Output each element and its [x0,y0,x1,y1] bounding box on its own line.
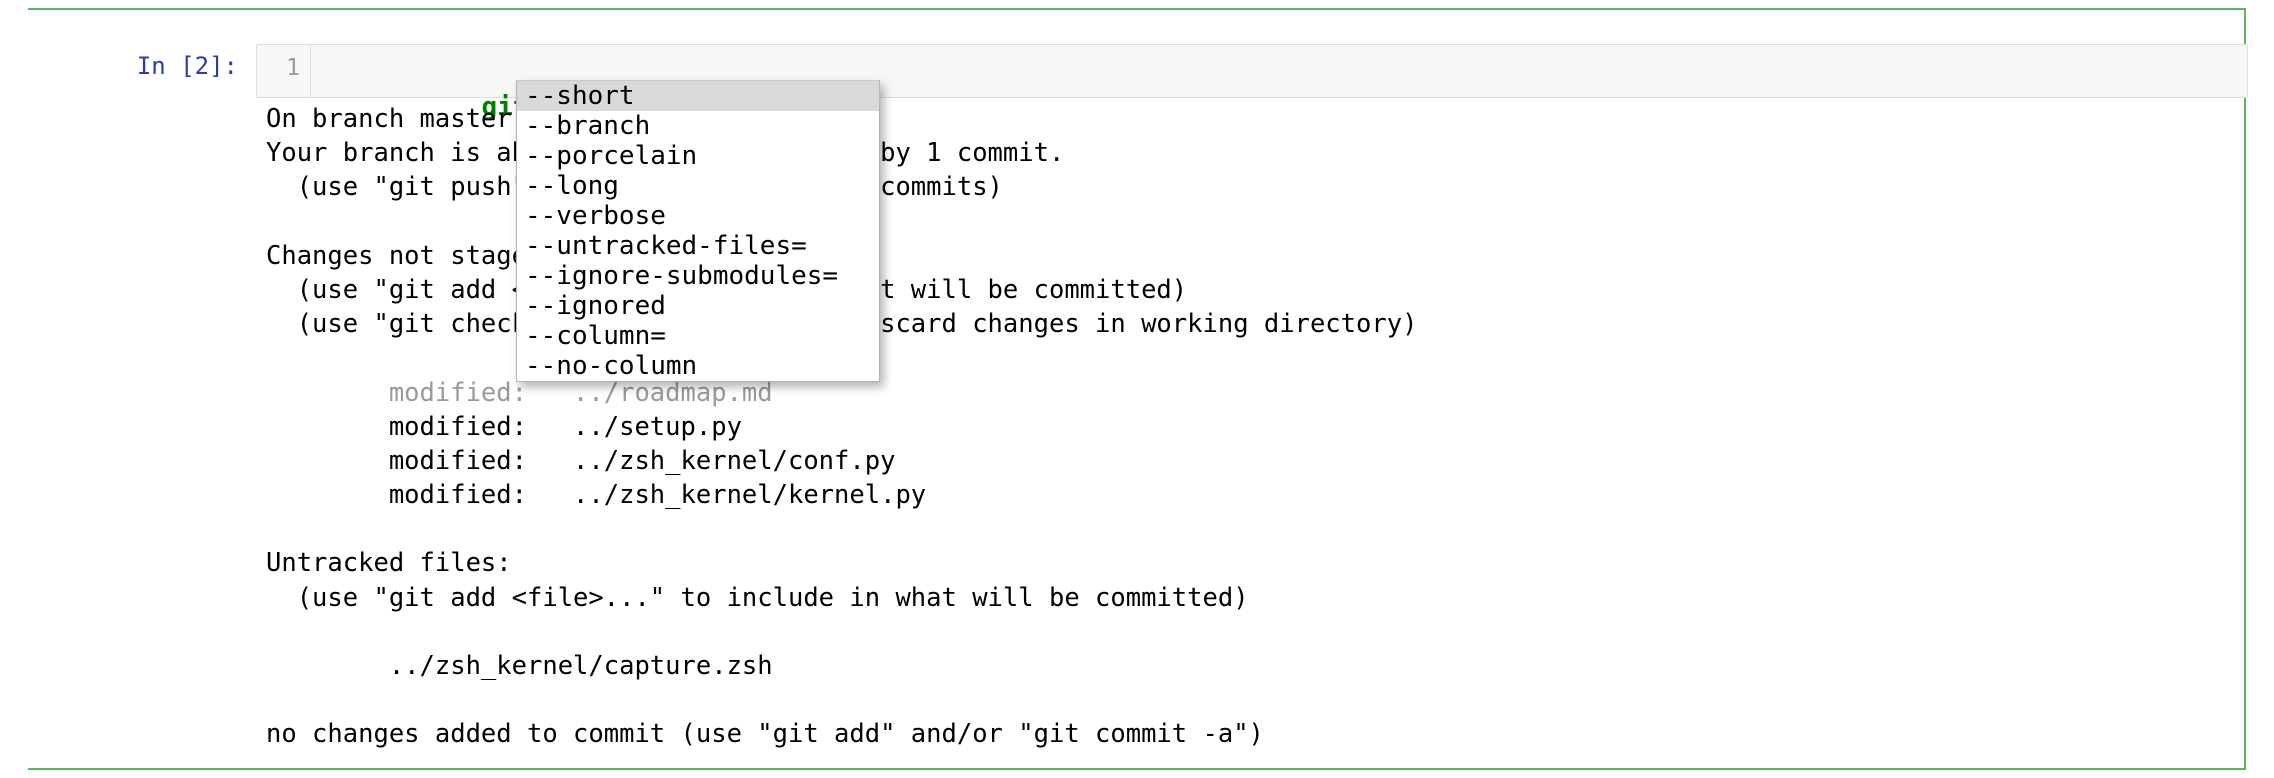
output-line: modified: ../zsh_kernel/conf.py [266,445,896,476]
autocomplete-option[interactable]: --short [517,81,879,111]
output-line: ../zsh_kernel/capture.zsh [266,651,773,681]
output-line: Untracked files: [266,548,512,579]
autocomplete-option[interactable]: --column= [517,321,879,351]
output-line: modified: ../zsh_kernel/kernel.py [266,480,927,511]
output-line: no changes added to commit (use "git add… [266,719,1264,750]
output-line: modified: ../setup.py [266,411,742,442]
autocomplete-dropdown[interactable]: --short--branch--porcelain--long--verbos… [516,80,880,382]
output-line: modified: ../roadmap.md [266,377,773,408]
notebook-code-cell[interactable]: In [2]: 1 git status -- --long On branch… [28,8,2248,770]
autocomplete-option[interactable]: --ignored [517,291,879,321]
output-line [266,512,2226,546]
line-number-gutter: 1 [257,45,311,97]
autocomplete-option[interactable]: --untracked-files= [517,231,879,261]
autocomplete-option[interactable]: --verbose [517,201,879,231]
autocomplete-option[interactable]: --branch [517,111,879,141]
cell-prompt-in: In [2]: [136,52,238,80]
autocomplete-option[interactable]: --ignore-submodules= [517,261,879,291]
line-number: 1 [286,55,300,81]
autocomplete-option[interactable]: --no-column [517,351,879,381]
output-line [266,683,2226,717]
output-line: (use "git add <file>..." to include in w… [266,582,1249,613]
output-line [266,615,2226,649]
autocomplete-option[interactable]: --porcelain [517,141,879,171]
output-line: On branch master [266,104,512,134]
autocomplete-option[interactable]: --long [517,171,879,201]
cell-input-row: In [2]: 1 git status -- --long [28,22,2248,122]
